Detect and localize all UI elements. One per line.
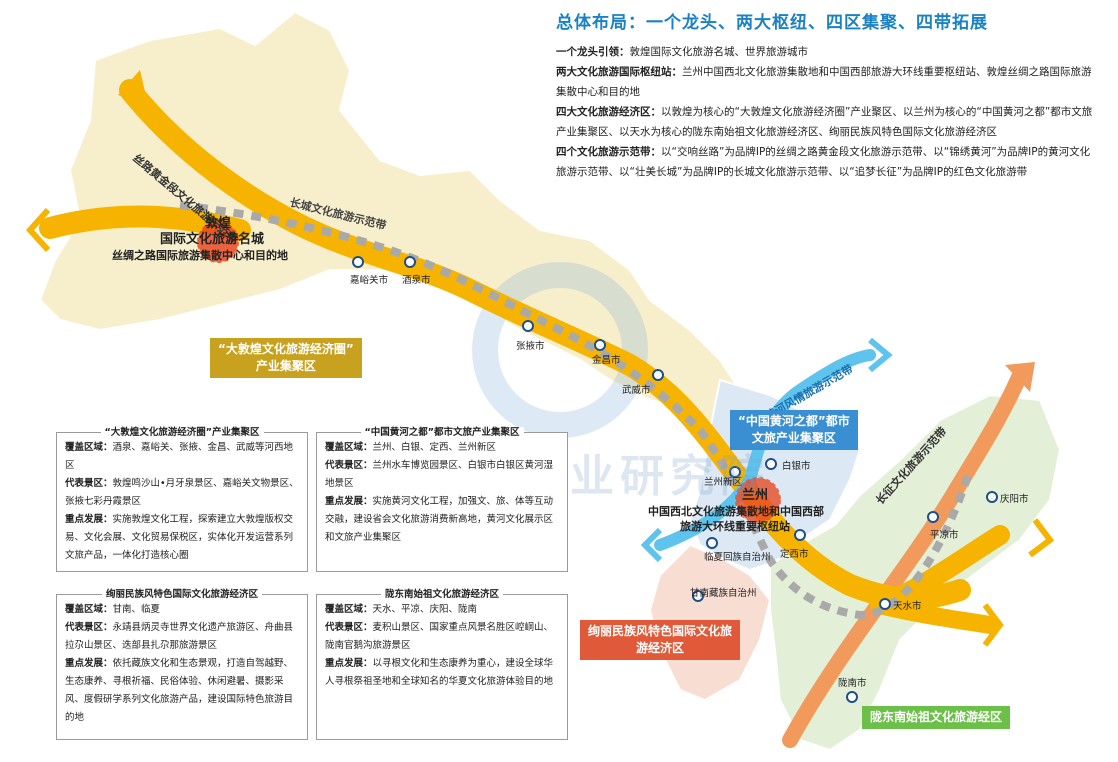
silk-road-arrow-west — [25, 207, 51, 253]
panel-ethnic: 绚丽民族风特色国际文化旅游经济区 覆盖区域：甘南、临夏 代表景区：永靖县炳灵寺世… — [56, 589, 308, 740]
hub-dunhuang-marker — [197, 221, 239, 263]
city-marker-qingyang — [986, 491, 998, 503]
page-title: 总体布局：一个龙头、两大枢纽、四区集聚、四带拓展 — [556, 13, 988, 33]
city-markers — [352, 256, 998, 703]
silk-road-arrow-northwest — [118, 70, 148, 105]
intro-item: 四个文化旅游示范带：以“交响丝路”为品牌IP的丝绸之路黄金段文化旅游示范带、以“… — [556, 146, 1091, 178]
city-marker-linxia — [706, 537, 718, 549]
panel-longdongnan: 陇东南始祖文化旅游经济区 覆盖区域：天水、平凉、庆阳、陇南 代表景区：麦积山景区… — [316, 589, 568, 740]
city-label-longnan: 陇南市 — [838, 678, 867, 689]
city-label-jiayuguan: 嘉峪关市 — [350, 275, 389, 286]
city-marker-longnan — [846, 691, 858, 703]
belt-great-wall — [179, 201, 974, 620]
zone-tag-yellow-river-capital: “中国黄河之都”都市 文旅产业集聚区 — [730, 410, 858, 450]
hub-dunhuang-name: 敦煌 — [205, 216, 232, 231]
city-marker-baiyin — [765, 458, 777, 470]
city-label-jiuquan: 酒泉市 — [402, 275, 431, 286]
city-label-linxia: 临夏回族自治州 — [704, 552, 771, 563]
intro-item: 一个龙头引领：敦煌国际文化旅游名城、世界旅游城市 — [556, 46, 808, 58]
city-label-lanzhou-new-area: 兰州新区 — [704, 477, 743, 488]
belt-silk-road-southeast-branch — [871, 596, 999, 634]
panel-row: 代表景区：敦煌鸣沙山•月牙泉景区、嘉峪关文物景区、张掖七彩丹霞景区 — [65, 478, 299, 507]
panel-row: 代表景区：永靖县炳灵寺世界文化遗产旅游区、舟曲县拉尕山景区、迭部县扎尕那旅游景区 — [65, 622, 294, 651]
panel-row: 重点发展：依托藏族文化和生态景观，打造自驾越野、生态康养、寻根祈福、民俗体验、休… — [65, 658, 294, 723]
yellow-river-arrow-west — [640, 527, 663, 563]
panel-row: 重点发展：实施敦煌文化工程，探索建立大敦煌版权交易、文化会展、文化贸易保税区，实… — [65, 514, 294, 561]
zone-tag-ethnic: 绚丽民族风特色国际文化旅 游经济区 — [580, 620, 741, 660]
silk-road-arrow-east — [1028, 518, 1055, 558]
panel-row: 覆盖区域：甘南、临夏 — [65, 604, 161, 615]
city-label-pingliang: 平凉市 — [930, 530, 959, 541]
hub-dunhuang-line1: 国际文化旅游名城 — [160, 232, 265, 247]
city-marker-lanzhou-new-area — [729, 466, 741, 478]
belt-long-march-arrowhead — [1005, 362, 1035, 392]
intro-text: 一个龙头引领：敦煌国际文化旅游名城、世界旅游城市 两大文化旅游国际枢纽站：兰州中… — [556, 42, 1096, 182]
city-marker-wuwei — [652, 369, 664, 381]
hub-lanzhou-line1: 中国西北文化旅游集散地和中国西部 — [648, 505, 824, 518]
city-marker-zhangye — [522, 320, 534, 332]
zone-tag-longdongnan: 陇东南始祖文化旅游经区 — [862, 706, 1011, 729]
city-marker-jiuquan — [404, 256, 416, 268]
city-label-qingyang: 庆阳市 — [1000, 494, 1029, 505]
city-marker-dingxi — [794, 529, 806, 541]
hub-lanzhou-name: 兰州 — [742, 488, 769, 503]
panel-row: 重点发展：实施黄河文化工程，加强文、旅、体等互动交融，建设省会文化旅游消费新高地… — [325, 496, 554, 543]
city-marker-tianshui — [879, 598, 891, 610]
watermark-logo — [472, 262, 648, 438]
panel-row: 代表景区：麦积山景区、国家重点风景名胜区崆峒山、陇南官鹅沟旅游景区 — [325, 622, 554, 651]
city-marker-jinchang — [594, 339, 606, 351]
intro-item: 两大文化旅游国际枢纽站：兰州中国西北文化旅游集散地和中国西部旅游大环线重要枢纽站… — [556, 66, 1092, 98]
intro-item: 四大文化旅游经济区：以敦煌为核心的“大敦煌文化旅游经济圈”产业聚区、以兰州为核心… — [556, 106, 1093, 138]
panel-yellow-river-capital: “中国黄河之都”都市文旅产业集聚区 覆盖区域：兰州、白银、定西、兰州新区 代表景… — [316, 427, 568, 572]
city-label-zhangye: 张掖市 — [516, 341, 545, 352]
panel-row: 覆盖区域：兰州、白银、定西、兰州新区 — [325, 442, 497, 453]
city-label-wuwei: 武威市 — [622, 385, 651, 396]
panel-row: 覆盖区域：天水、平凉、庆阳、陇南 — [325, 604, 478, 615]
panel-row: 代表景区：兰州水车博览园景区、白银市白银区黄河湿地景区 — [325, 460, 554, 489]
city-marker-gannan — [692, 590, 704, 602]
hub-lanzhou-line2: 旅游大环线重要枢纽站 — [680, 520, 790, 533]
hub-dunhuang-line2: 丝绸之路国际旅游集散中心和目的地 — [112, 249, 288, 262]
city-marker-pingliang — [927, 511, 939, 523]
belt-long-march — [782, 367, 1028, 748]
city-label-tianshui: 天水市 — [893, 601, 922, 612]
panel-dunhuang-circle: “大敦煌文化旅游经济圈”产业集聚区 覆盖区域：酒泉、嘉峪关、张掖、金昌、武威等河… — [56, 427, 308, 572]
silk-road-arrow-southeast — [982, 603, 1004, 647]
panel-row: 重点发展：以寻根文化和生态康养为重心，建设全球华人寻根祭祖圣地和全球知名的华夏文… — [325, 658, 554, 687]
zone-tag-dunhuang-circle: “大敦煌文化旅游经济圈” 产业集聚区 — [210, 338, 362, 378]
city-label-dingxi: 定西市 — [780, 549, 809, 560]
city-marker-jiayuguan — [352, 256, 364, 268]
hub-lanzhou-marker — [735, 477, 781, 523]
yellow-river-arrow-east — [868, 337, 893, 373]
city-label-gannan: 甘南藏族自治州 — [690, 588, 757, 599]
city-label-baiyin: 白银市 — [782, 461, 811, 472]
city-label-jinchang: 金昌市 — [592, 355, 621, 366]
panel-row: 覆盖区域：酒泉、嘉峪关、张掖、金昌、武威等河西地区 — [65, 442, 294, 471]
